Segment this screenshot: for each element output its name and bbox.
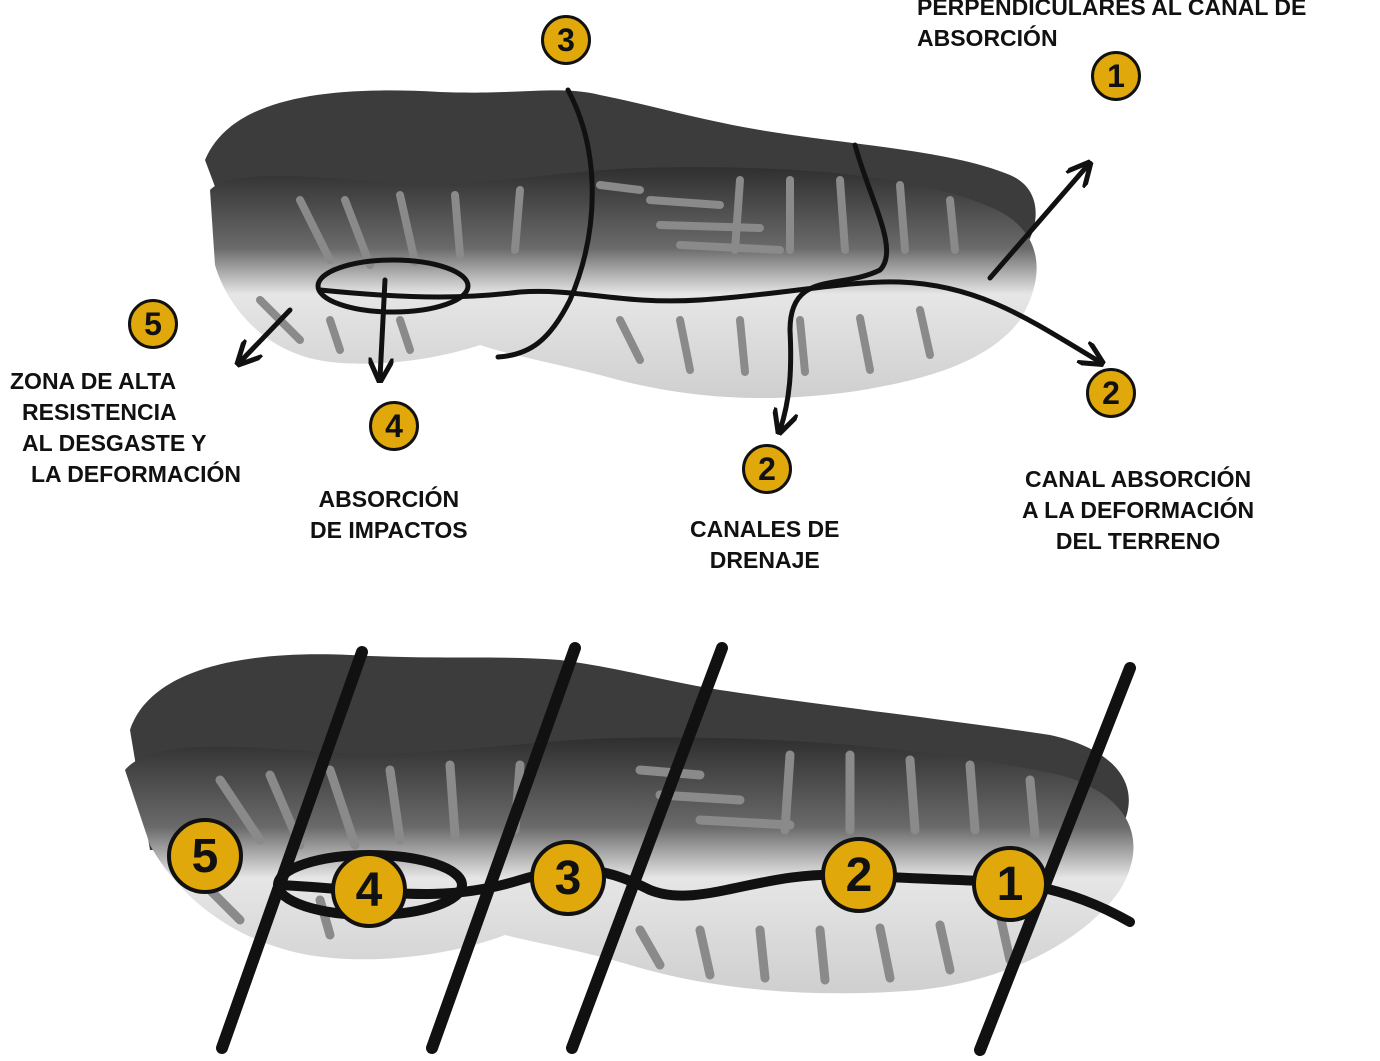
zone-badge-4: 4 <box>331 852 407 928</box>
zone-badge-1: 1 <box>972 846 1048 922</box>
callout-badge-4: 4 <box>369 401 419 451</box>
label-perpendiculares-line-1: PERPENDICULARES AL CANAL DE <box>917 0 1306 23</box>
label-canales-drenaje: CANALES DE DRENAJE <box>690 514 840 576</box>
callout-badge-2-canal: 2 <box>1086 368 1136 418</box>
label-zona-line-2: RESISTENCIA <box>10 397 241 428</box>
top-sole-group <box>205 90 1100 430</box>
label-perpendiculares: PERPENDICULARES AL CANAL DE ABSORCIÓN <box>917 0 1306 54</box>
label-canal-absorcion: CANAL ABSORCIÓN A LA DEFORMACIÓN DEL TER… <box>1022 464 1254 557</box>
label-absorcion-impactos: ABSORCIÓN DE IMPACTOS <box>310 484 468 546</box>
label-impactos-line-2: DE IMPACTOS <box>310 515 468 546</box>
bottom-sole-group <box>125 648 1134 1050</box>
zone-badge-3: 3 <box>530 840 606 916</box>
label-zona-line-4: LA DEFORMACIÓN <box>10 459 241 490</box>
label-impactos-line-1: ABSORCIÓN <box>310 484 468 515</box>
callout-badge-2-drenaje: 2 <box>742 444 792 494</box>
callout-badge-1: 1 <box>1091 51 1141 101</box>
label-canal-line-2: A LA DEFORMACIÓN <box>1022 495 1254 526</box>
label-canal-line-1: CANAL ABSORCIÓN <box>1022 464 1254 495</box>
callout-badge-3: 3 <box>541 15 591 65</box>
label-canal-line-3: DEL TERRENO <box>1022 526 1254 557</box>
zone-badge-5: 5 <box>167 818 243 894</box>
label-drenaje-line-1: CANALES DE <box>690 514 840 545</box>
label-zona-line-3: AL DESGASTE Y <box>10 428 241 459</box>
callout-badge-5: 5 <box>128 299 178 349</box>
label-drenaje-line-2: DRENAJE <box>690 545 840 576</box>
label-perpendiculares-line-2: ABSORCIÓN <box>917 23 1306 54</box>
label-zona-line-1: ZONA DE ALTA <box>10 366 241 397</box>
label-zona-alta-resistencia: ZONA DE ALTA RESISTENCIA AL DESGASTE Y L… <box>10 366 241 490</box>
zone-badge-2: 2 <box>821 837 897 913</box>
